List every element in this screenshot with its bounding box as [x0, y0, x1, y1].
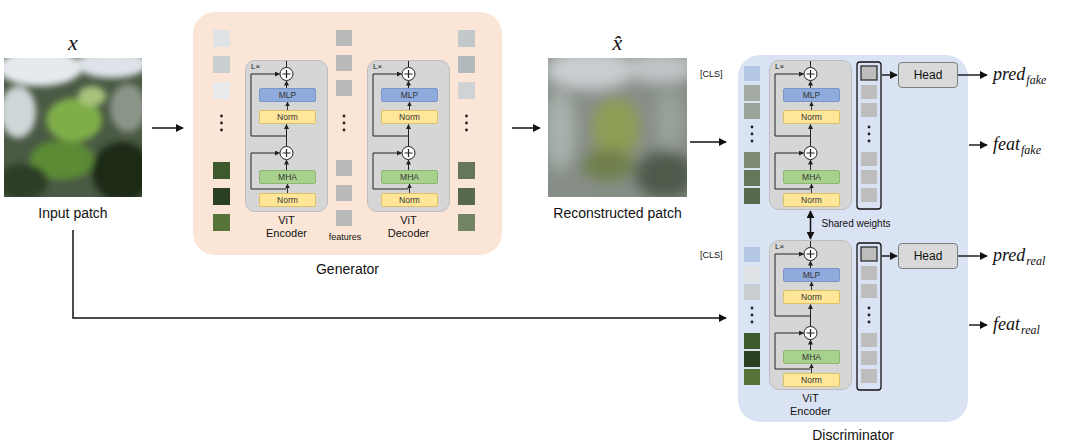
- layer-name: Norm: [784, 111, 839, 123]
- output-symbol: feat: [993, 134, 1020, 154]
- layer-name: MHA: [260, 171, 315, 183]
- output-subscript: real: [1021, 323, 1040, 337]
- layer-name: Norm: [784, 374, 839, 386]
- caption-text: ViT Encoder: [786, 392, 836, 418]
- discriminator-band: DiscriminatorL×MLPNormMHANormHeadL×ViT E…: [738, 55, 968, 422]
- mlp-layer: MLP: [259, 88, 316, 102]
- attention-layer: MHA: [783, 350, 840, 364]
- attention-layer: MHA: [381, 170, 438, 184]
- edge-label: Shared weights: [822, 218, 891, 229]
- flow-arrow: [152, 127, 183, 129]
- layer-name: MHA: [382, 171, 437, 183]
- layer-name: MLP: [784, 89, 839, 101]
- caption-text: Input patch: [38, 205, 107, 221]
- token-label: [CLS]: [700, 69, 723, 79]
- layer-count: L×: [775, 242, 784, 252]
- reconstructed-photo: [548, 58, 687, 197]
- caption-text: ViT Encoder: [262, 214, 312, 240]
- image-patch: xInput patch: [4, 58, 142, 197]
- layer-name: Head: [899, 63, 957, 87]
- layer-name: MLP: [260, 89, 315, 101]
- transformer-block: L×ViT EncoderMLPNormMHANorm: [245, 60, 328, 212]
- norm-layer: Norm: [783, 110, 840, 124]
- mlp-layer: MLP: [783, 88, 840, 102]
- layer-name: MHA: [784, 171, 839, 183]
- flow-line: [969, 144, 987, 145]
- output-subscript: real: [1026, 254, 1045, 268]
- layer-name: Head: [899, 244, 957, 268]
- flow-line: [969, 324, 987, 325]
- layer-name: MLP: [784, 269, 839, 281]
- transformer-block: L×ViT DecoderMLPNormMHANorm: [367, 60, 450, 212]
- transformer-block: L×ViT EncoderMLPNormMHANorm: [769, 240, 852, 390]
- caption-text: Generator: [316, 261, 379, 277]
- flow-arrow: [512, 127, 540, 129]
- norm-layer: Norm: [381, 110, 438, 124]
- head-box: Head: [898, 243, 958, 269]
- norm-layer: Norm: [381, 193, 438, 207]
- layer-name: Norm: [382, 111, 437, 123]
- norm-layer: Norm: [783, 290, 840, 304]
- generator-band: GeneratorL×ViT EncoderMLPNormMHANormL×Vi…: [193, 12, 502, 255]
- mlp-layer: MLP: [381, 88, 438, 102]
- image-patch: x̂Reconstructed patch: [548, 58, 687, 197]
- norm-layer: Norm: [783, 193, 840, 207]
- caption-text: ViT Decoder: [384, 214, 434, 240]
- norm-layer: Norm: [259, 193, 316, 207]
- transformer-block: L×MLPNormMHANorm: [769, 60, 852, 210]
- mlp-layer: MLP: [783, 268, 840, 282]
- token-label: [CLS]: [700, 250, 723, 260]
- output-subscript: fake: [1021, 143, 1041, 157]
- flow-arrow: [690, 141, 726, 143]
- layer-name: MHA: [784, 351, 839, 363]
- head-box: Head: [898, 62, 958, 88]
- layer-count: L×: [251, 62, 260, 72]
- caption-text: Discriminator: [812, 427, 894, 443]
- layer-name: Norm: [260, 111, 315, 123]
- math-symbol: x: [4, 31, 142, 55]
- output-subscript: fake: [1026, 73, 1046, 87]
- feature-label: features: [329, 232, 362, 242]
- output-symbol: feat: [993, 314, 1020, 334]
- norm-layer: Norm: [259, 110, 316, 124]
- attention-layer: MHA: [783, 170, 840, 184]
- layer-name: Norm: [784, 291, 839, 303]
- layer-name: Norm: [260, 194, 315, 206]
- output-symbol: pred: [993, 245, 1025, 265]
- layer-name: MLP: [382, 89, 437, 101]
- layer-name: Norm: [382, 194, 437, 206]
- input-photo: [4, 58, 142, 197]
- layer-name: Norm: [784, 194, 839, 206]
- caption-text: Reconstructed patch: [553, 205, 681, 221]
- layer-count: L×: [373, 62, 382, 72]
- math-symbol: x̂: [548, 31, 687, 55]
- layer-count: L×: [775, 62, 784, 72]
- output-symbol: pred: [993, 64, 1025, 84]
- attention-layer: MHA: [259, 170, 316, 184]
- norm-layer: Norm: [783, 373, 840, 387]
